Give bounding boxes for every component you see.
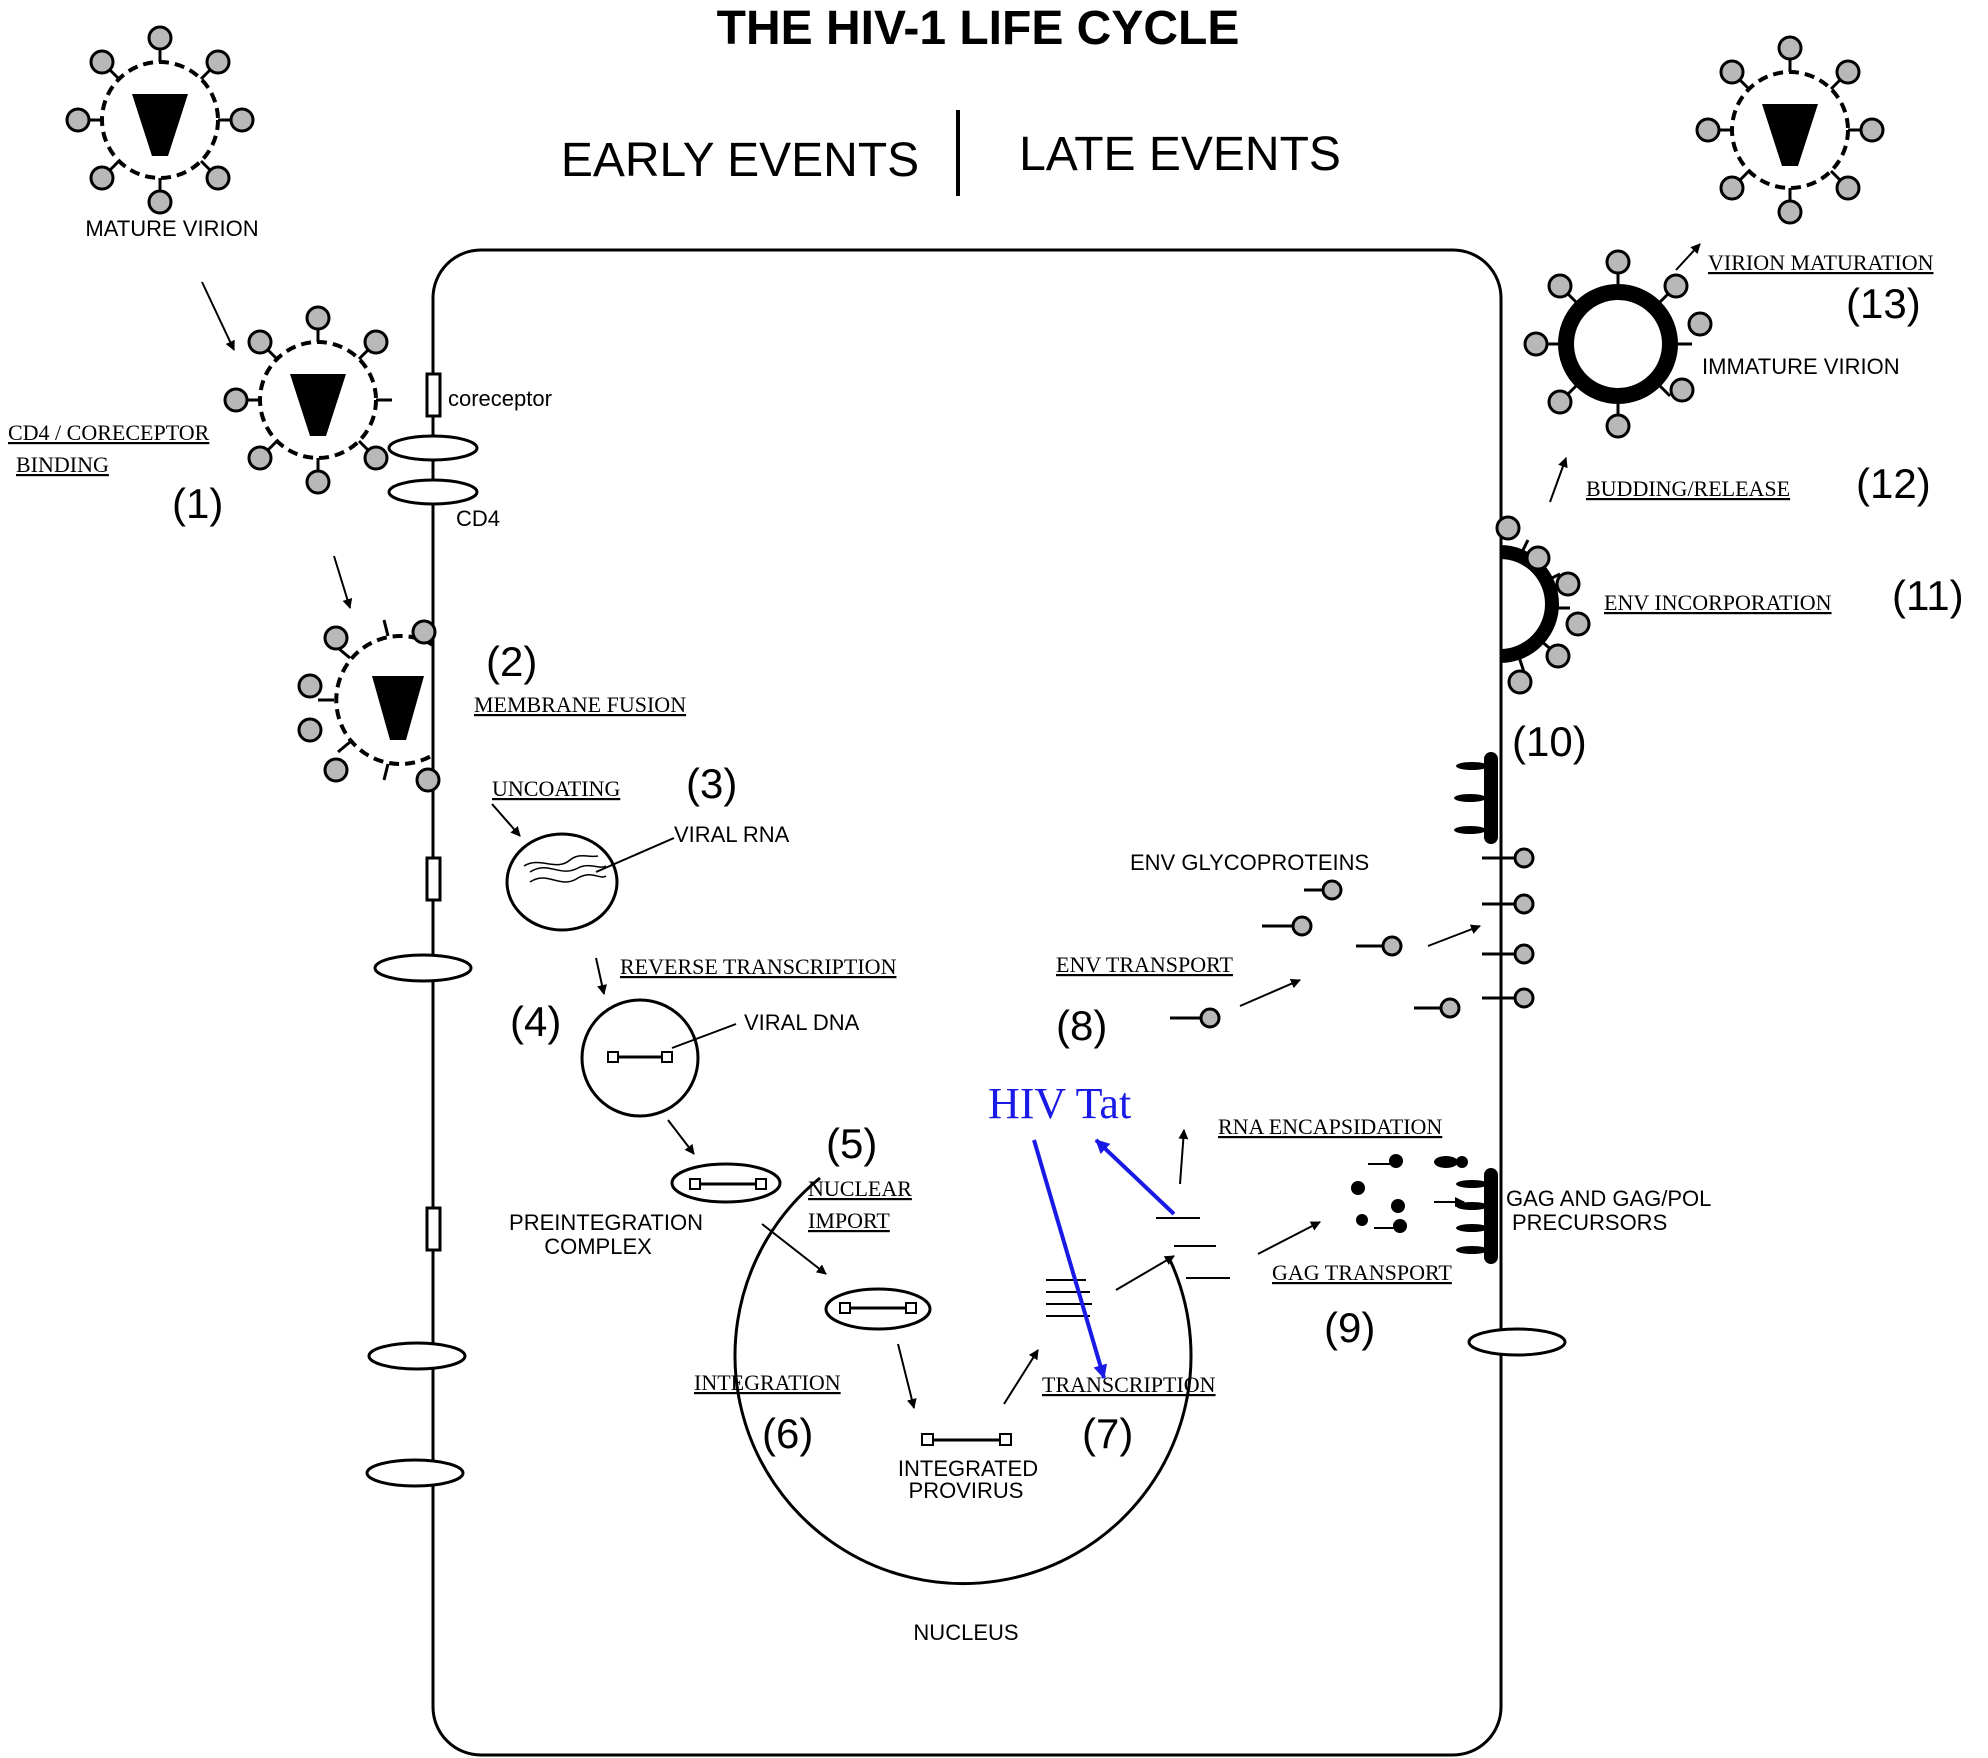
step-7: (7): [1082, 1410, 1133, 1457]
arrow-export: [1115, 1255, 1175, 1291]
gag-precursors-label-line2: PRECURSORS: [1512, 1210, 1667, 1235]
arrow-to-pic: [667, 1119, 695, 1155]
nucleus-label: NUCLEUS: [913, 1620, 1018, 1645]
budding-virion: [1495, 515, 1591, 695]
gag-transport-label: GAG TRANSPORT: [1272, 1260, 1452, 1285]
gag-transport-arrow: [1257, 1221, 1321, 1255]
arrow-to-fusion: [333, 555, 353, 609]
step-4: (4): [510, 998, 561, 1045]
env-glycoproteins-label: ENV GLYCOPROTEINS: [1130, 850, 1369, 875]
arrow-to-integration: [897, 1343, 917, 1409]
arrow-to-transcripts: [1003, 1349, 1039, 1405]
step-9: (9): [1324, 1304, 1375, 1351]
tat-arrow-up: [1094, 1138, 1176, 1216]
cd4-receptor: [387, 478, 479, 506]
env-incorporation-label: ENV INCORPORATION: [1604, 590, 1832, 615]
cd4-receptor: [387, 434, 479, 462]
gag-molecules: [1351, 1154, 1468, 1233]
coreceptor: [425, 1206, 442, 1252]
step-2: (2): [486, 638, 537, 685]
reverse-transcription-label: REVERSE TRANSCRIPTION: [620, 954, 897, 979]
cell-membrane: [431, 248, 1503, 1757]
cd4-receptor: [367, 1341, 467, 1371]
rna-encapsidation-label: RNA ENCAPSIDATION: [1218, 1114, 1442, 1139]
uncoating-label: UNCOATING: [492, 776, 620, 801]
nucleus-envelope: [733, 1176, 1193, 1586]
membrane-env: [1482, 847, 1535, 1009]
integrated-provirus-label-line2: PROVIRUS: [909, 1478, 1024, 1503]
arrow-to-binding: [201, 281, 235, 351]
integration-label: INTEGRATION: [694, 1370, 841, 1395]
viral-dna-label: VIRAL DNA: [744, 1010, 860, 1035]
arrow-to-uncoating: [491, 803, 521, 837]
arrow-to-maturation: [1675, 243, 1701, 271]
tat-arrow-down: [1032, 1139, 1108, 1379]
rt-complex: [580, 998, 700, 1118]
cd4-binding-label-line2: BINDING: [16, 452, 109, 477]
rna-transcripts: [1046, 1279, 1092, 1317]
cd4-label: CD4: [456, 506, 500, 531]
env-to-membrane-arrow: [1427, 924, 1481, 947]
mature-virion-released: [1695, 35, 1885, 225]
coreceptor: [425, 856, 442, 902]
step-13: (13): [1846, 280, 1921, 327]
preintegration-label-line1: PREINTEGRATION: [509, 1210, 703, 1235]
membrane-fusion-label: MEMBRANE FUSION: [474, 692, 686, 717]
nuclear-import-label-line2: IMPORT: [808, 1208, 890, 1233]
cd4-binding-label-line1: CD4 / CORECEPTOR: [8, 420, 210, 445]
binding-virion: [223, 305, 392, 495]
late-events-heading: LATE EVENTS: [1019, 128, 1341, 181]
diagram-title: THE HIV-1 LIFE CYCLE: [717, 2, 1240, 55]
preintegration-complex: [670, 1162, 782, 1204]
nuclear-import-label-line1: NUCLEAR: [808, 1176, 912, 1201]
mature-virion: [65, 25, 255, 215]
env-transport-arrow: [1239, 978, 1301, 1007]
viral-rna-label: VIRAL RNA: [674, 822, 790, 847]
step-5: (5): [826, 1120, 877, 1167]
uncoated-capsid: [505, 832, 619, 932]
arrow-to-env: [1178, 1129, 1189, 1185]
env-glycoproteins: [1170, 879, 1461, 1029]
preintegration-label-line2: COMPLEX: [544, 1234, 652, 1259]
cd4-receptor: [1467, 1327, 1567, 1357]
env-transport-label: ENV TRANSPORT: [1056, 952, 1234, 977]
cd4-receptor: [373, 953, 473, 983]
step-10: (10): [1512, 718, 1587, 765]
hiv-tat-label: HIV Tat: [988, 1079, 1131, 1128]
integrated-provirus: [921, 1433, 1012, 1446]
viral-dna-pointer: [671, 1023, 737, 1049]
immature-virion: [1523, 249, 1713, 439]
viral-rna-pointer: [595, 837, 675, 873]
imported-complex: [824, 1287, 932, 1331]
cytoplasmic-rna: [1156, 1217, 1230, 1279]
coreceptor-label: coreceptor: [448, 386, 552, 411]
immature-virion-label: IMMATURE VIRION: [1702, 354, 1900, 379]
budding-release-label: BUDDING/RELEASE: [1586, 476, 1790, 501]
coreceptor-top: [425, 372, 442, 418]
transcription-label: TRANSCRIPTION: [1042, 1372, 1216, 1397]
integrated-provirus-label-line1: INTEGRATED: [898, 1456, 1038, 1481]
step-3: (3): [686, 760, 737, 807]
step-11: (11): [1892, 572, 1964, 619]
fusing-virion: [297, 619, 441, 793]
arrow-to-release: [1549, 457, 1568, 503]
step-8: (8): [1056, 1002, 1107, 1049]
membrane-gag: [1454, 752, 1498, 1264]
step-6: (6): [762, 1410, 813, 1457]
step-12: (12): [1856, 460, 1931, 507]
arrow-to-rt: [595, 957, 607, 995]
cd4-receptor: [365, 1458, 465, 1488]
step-1: (1): [172, 480, 223, 527]
gag-precursors-label-line1: GAG AND GAG/POL: [1506, 1186, 1711, 1211]
early-events-heading: EARLY EVENTS: [561, 134, 919, 187]
virion-maturation-label: VIRION MATURATION: [1708, 250, 1934, 275]
mature-virion-label: MATURE VIRION: [85, 216, 258, 241]
